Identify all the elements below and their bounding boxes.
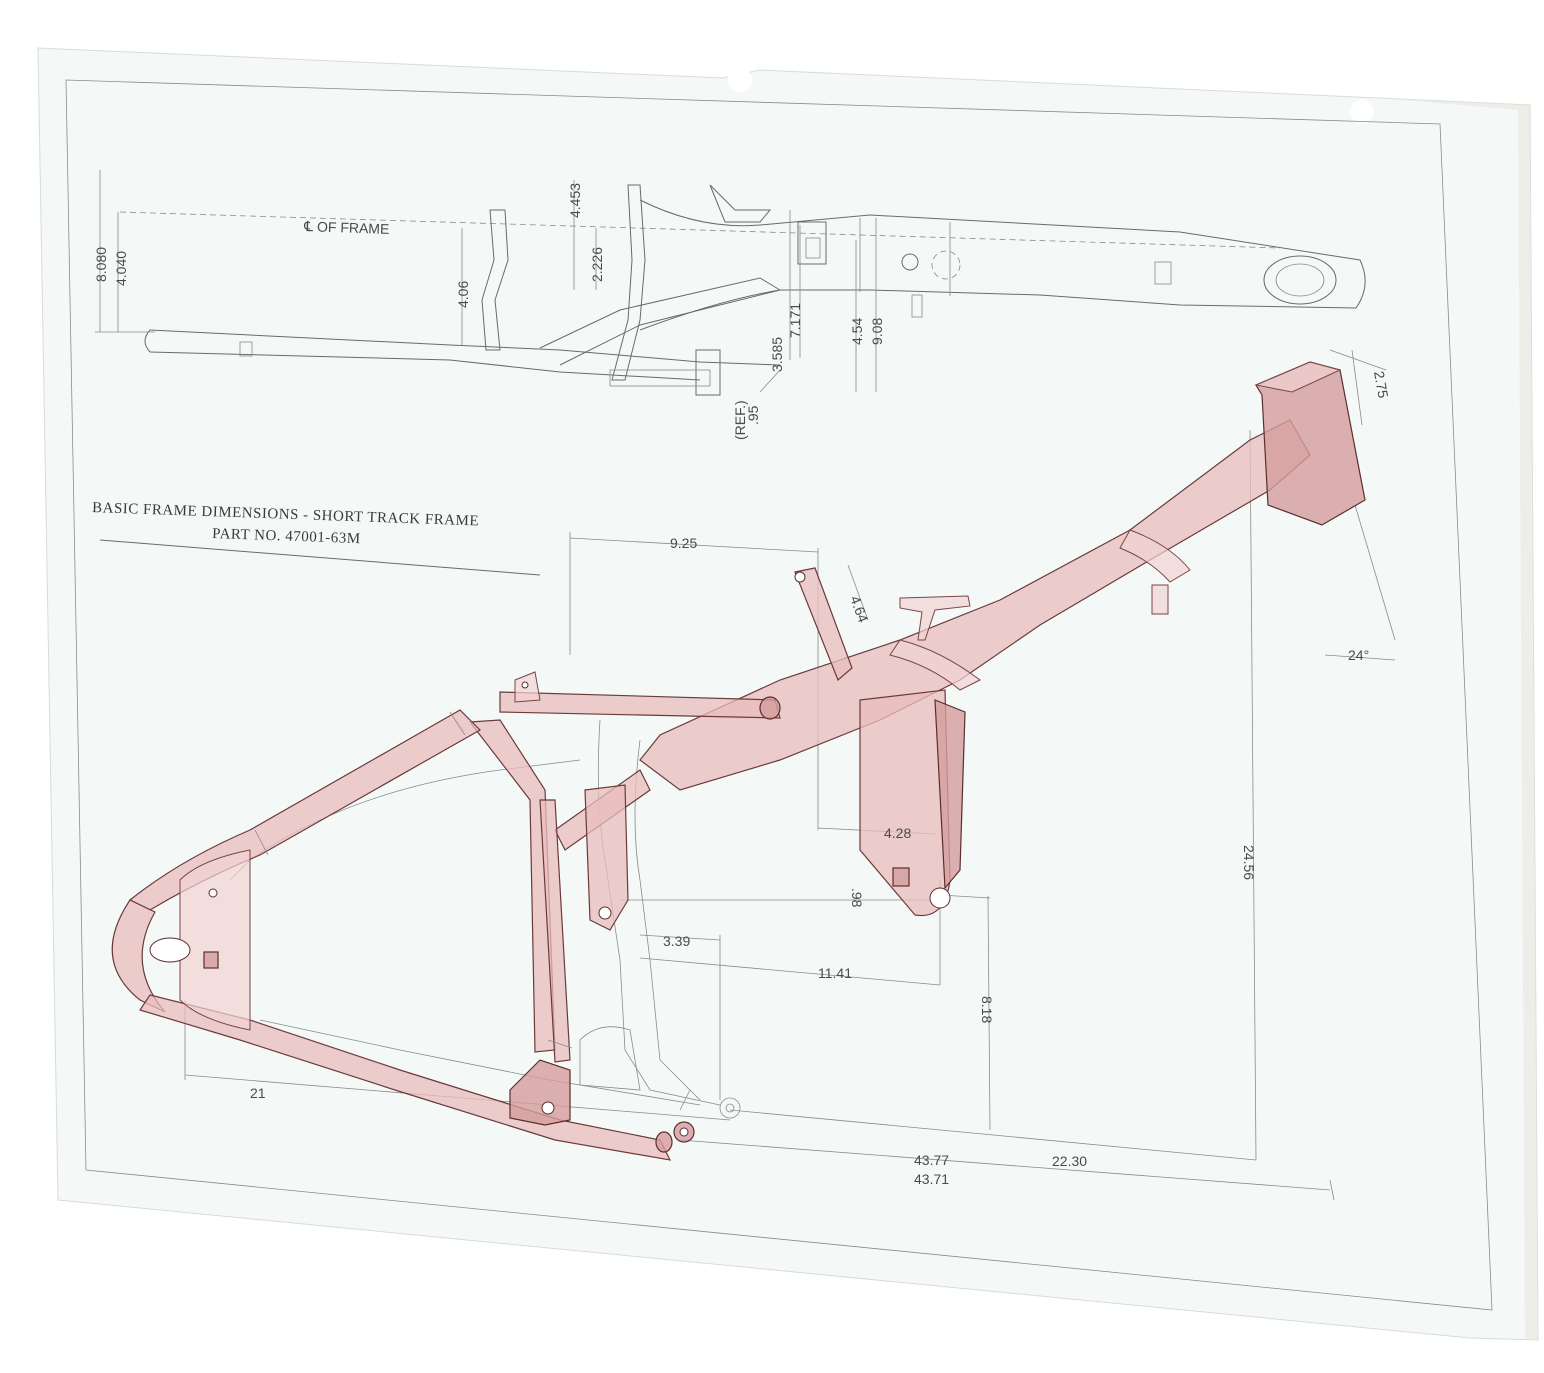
top-view: [95, 170, 1366, 396]
dim-2226: 2.226: [589, 247, 605, 282]
dim-centerline: ℄ OF FRAME: [303, 218, 390, 237]
dim-24deg: 24°: [1348, 647, 1369, 663]
dim-2230: 22.30: [1052, 1153, 1087, 1169]
punch-hole-icon: [1350, 100, 1374, 124]
dim-4371: 43.71: [914, 1171, 949, 1187]
dim-3585: 3.585: [769, 337, 785, 372]
side-view-lines: [184, 349, 1396, 1201]
dim-275: 2.75: [1371, 370, 1392, 400]
dim-406: 4.06: [455, 281, 471, 308]
frame-overlay: [111, 361, 1366, 1161]
dim-ref: (REF.): [732, 400, 748, 440]
dim-21: 21: [250, 1085, 266, 1101]
dim-908: 9.08: [869, 318, 885, 345]
dim-4453: 4.453: [567, 183, 583, 218]
dim-339: 3.39: [663, 933, 690, 949]
axle-plate: [509, 1059, 571, 1126]
title-underline: [99, 539, 541, 576]
part-number: PART NO. 47001-63M: [212, 526, 361, 547]
dim-454: 4.54: [849, 318, 865, 345]
dim-4377: 43.77: [914, 1152, 949, 1168]
dim-428: 4.28: [884, 825, 911, 841]
dim-1141: 11.41: [818, 965, 852, 981]
dim-4040: 4.040: [113, 251, 129, 286]
dim-818: 8.18: [979, 996, 995, 1023]
dim-8080: 8.080: [93, 247, 109, 282]
dim-925: 9.25: [670, 535, 697, 551]
punch-hole-icon: [728, 68, 752, 92]
frame-centerline: [119, 211, 1281, 249]
dim-98: .98: [849, 888, 865, 908]
drawing-border: [65, 79, 1493, 1311]
dim-7171: 7.171: [787, 303, 803, 338]
dim-2456: 24.56: [1241, 845, 1257, 880]
dim-95: .95: [745, 405, 761, 425]
